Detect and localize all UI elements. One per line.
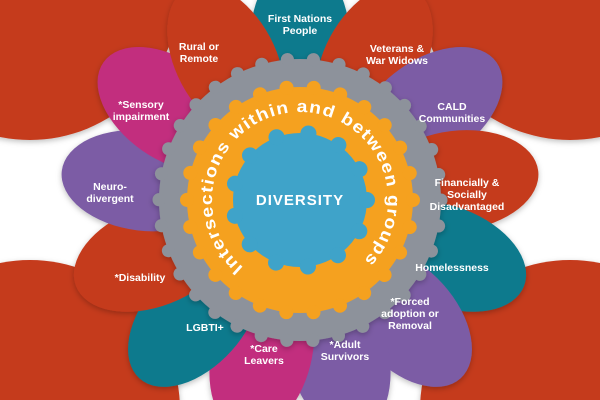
- center-circle-fill: [233, 133, 367, 267]
- corner-blob: [0, 0, 180, 140]
- orange-ring-scallops: [180, 80, 420, 320]
- petal-label: *Disability: [115, 272, 166, 284]
- center-label: DIVERSITY: [256, 192, 344, 209]
- petal-label: LGBTI+: [186, 322, 224, 334]
- center-circle: [225, 125, 375, 275]
- petal-label: Neuro-divergent: [86, 181, 134, 205]
- gray-ring-scallops: [152, 52, 448, 348]
- petal-label: Veterans &War Widows: [366, 43, 428, 67]
- petal-label: Homelessness: [415, 262, 489, 274]
- center-circle-scallops: [225, 125, 375, 275]
- corner-blob: [420, 0, 600, 140]
